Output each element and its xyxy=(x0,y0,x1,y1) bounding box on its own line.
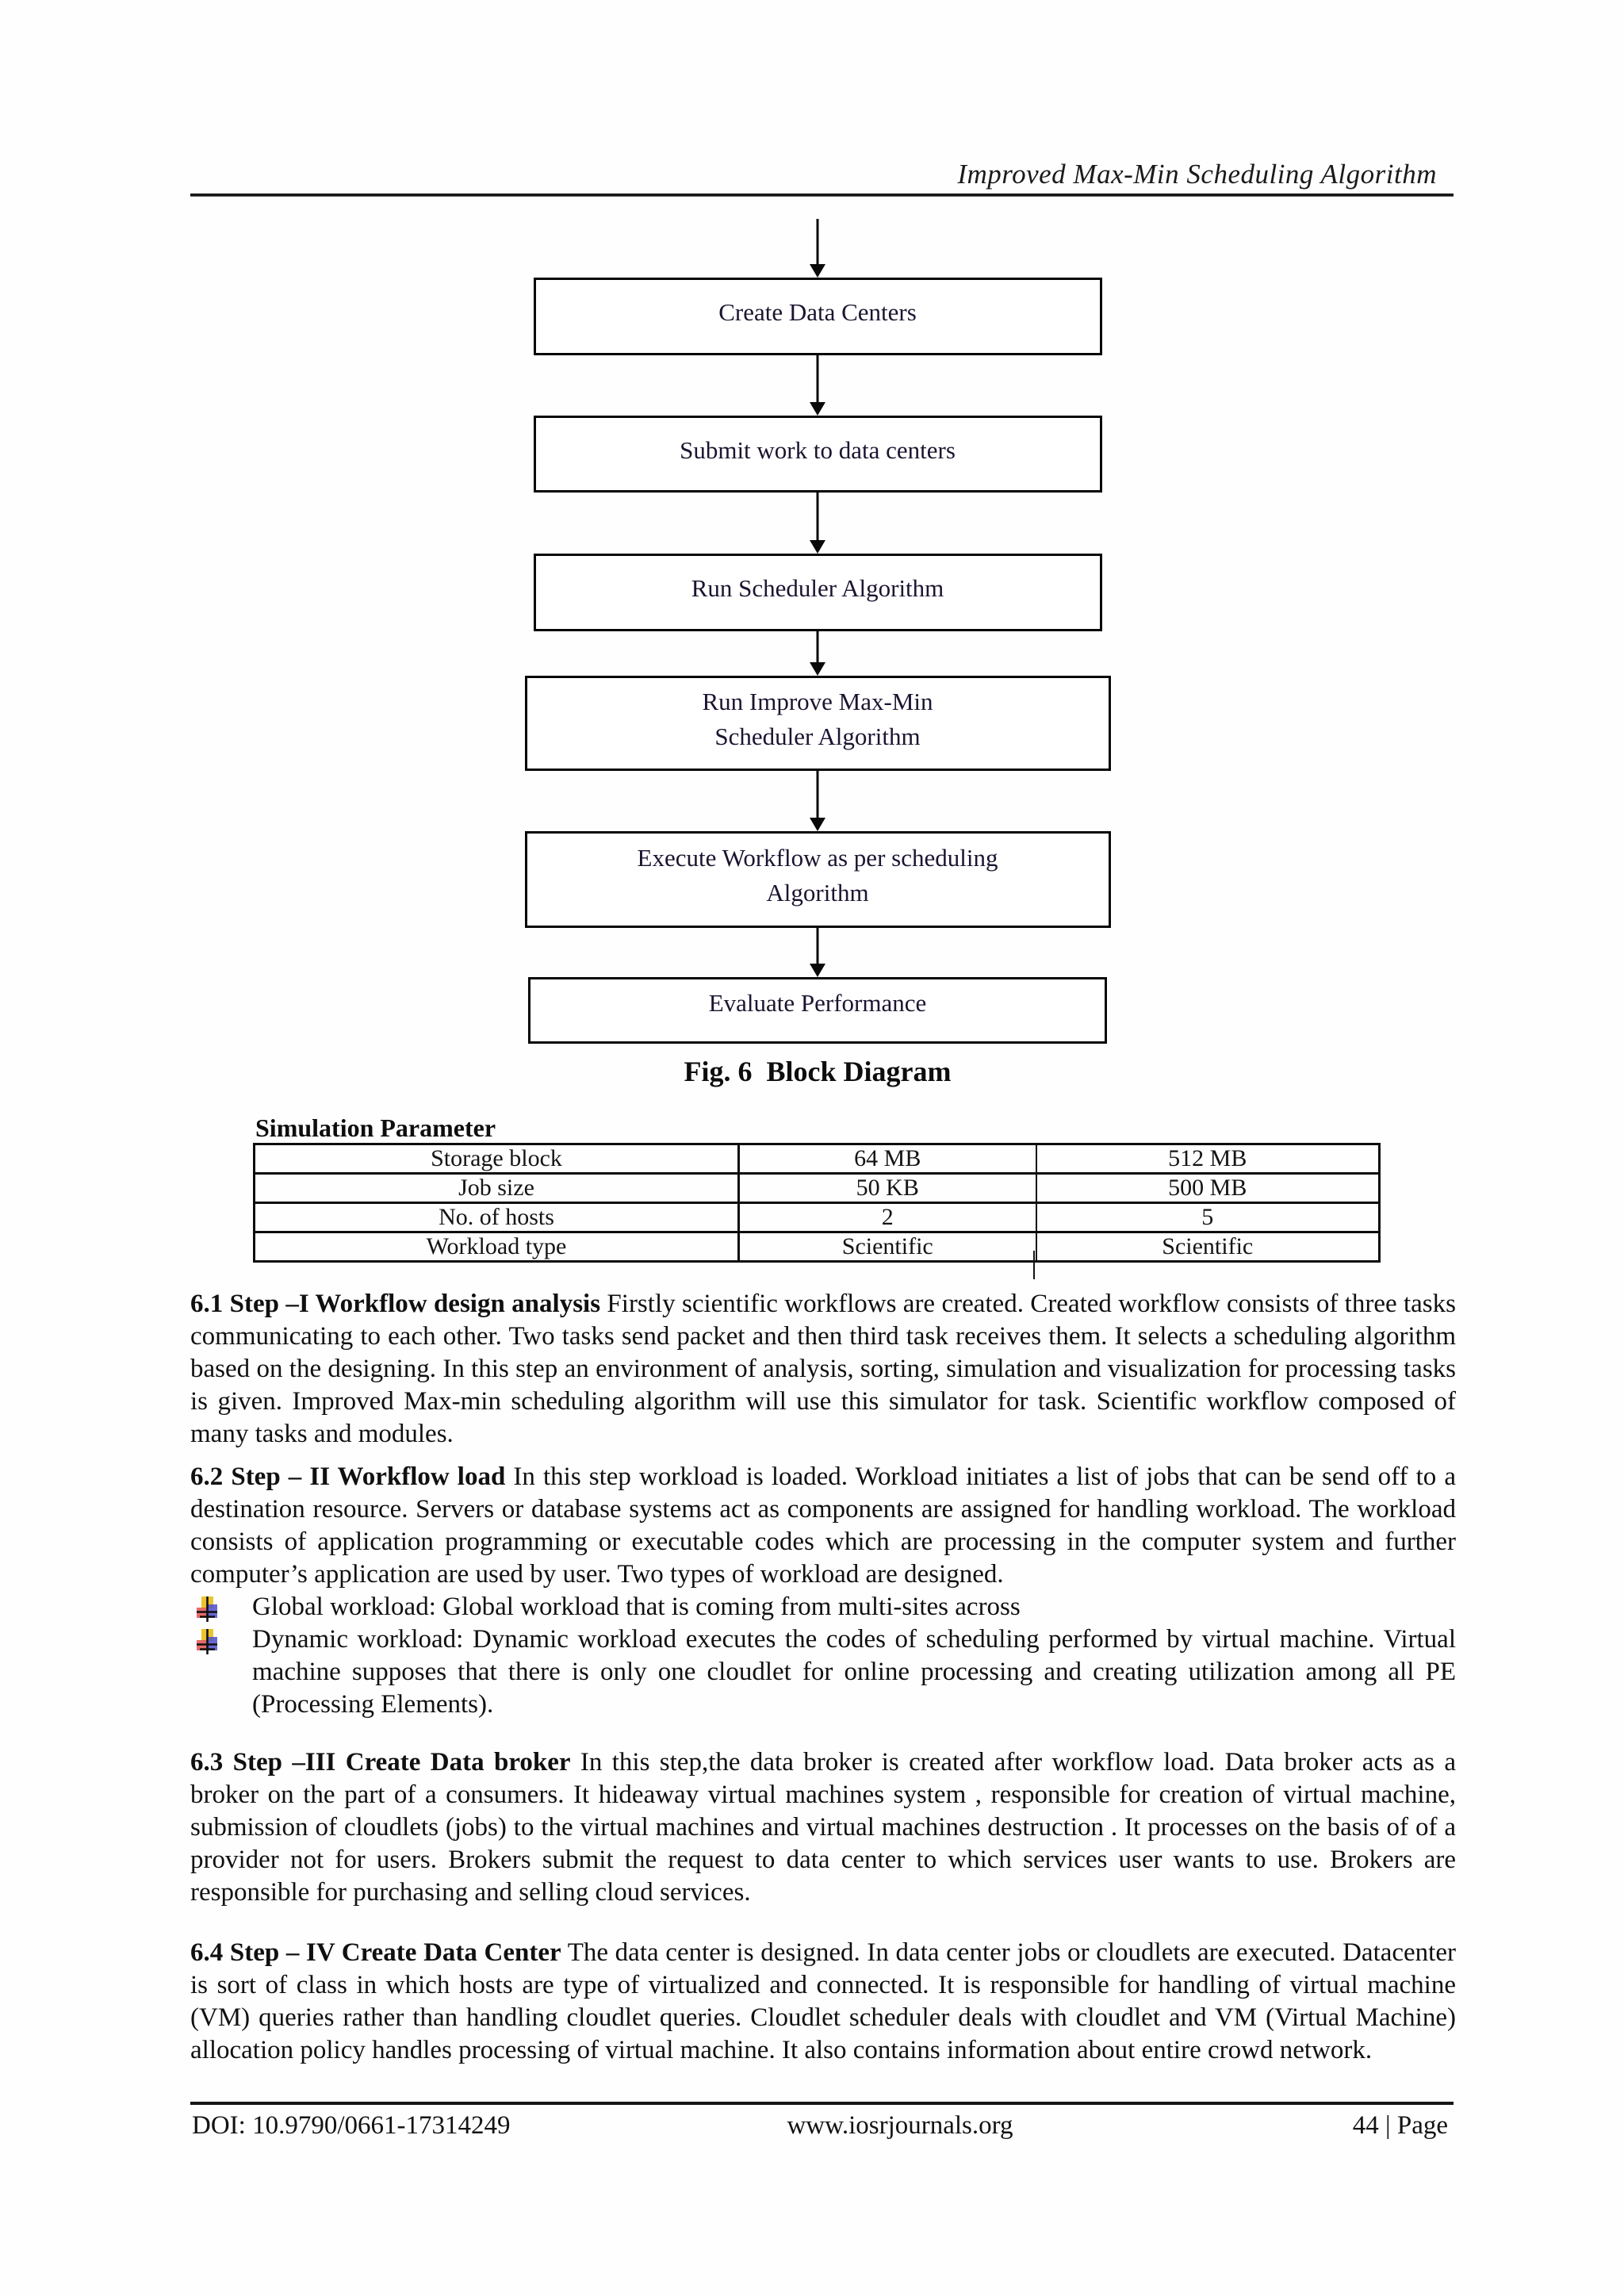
down-arrow-icon xyxy=(807,771,828,831)
table-cell-value1: 64 MB xyxy=(738,1143,1037,1175)
flow-node-label: Execute Workflow as per scheduling Algor… xyxy=(637,844,998,907)
table-row: Job size 50 KB 500 MB xyxy=(254,1172,1380,1204)
down-arrow-icon xyxy=(807,493,828,554)
section-6-2: 6.2 Step – II Workflow load In this step… xyxy=(190,1461,1456,1721)
section-body: In this step workload is loaded. Workloa… xyxy=(190,1462,1457,1589)
footer-page-number: 44 | Page xyxy=(1352,2111,1448,2140)
table-cell-param: Workload type xyxy=(254,1231,740,1263)
colored-plus-bullet-icon xyxy=(197,1629,217,1654)
flow-node-label: Run Improve Max-Min Scheduler Algorithm xyxy=(702,688,933,750)
section-heading: 6.2 Step – II Workflow load xyxy=(190,1462,506,1491)
flow-node-label: Submit work to data centers xyxy=(680,435,956,464)
table-column-divider-tail xyxy=(1033,1251,1035,1279)
section-6-3: 6.3 Step –III Create Data broker In this… xyxy=(190,1746,1456,1909)
down-arrow-icon xyxy=(807,631,828,676)
section-heading: 6.1 Step –I Workflow design analysis xyxy=(190,1290,601,1318)
simulation-parameter-heading: Simulation Parameter xyxy=(255,1114,496,1142)
section-body: Firstly scientific workflows are created… xyxy=(190,1290,1456,1448)
block-diagram-figure: Create Data Centers Submit work to data … xyxy=(6,219,1624,1088)
table-row: No. of hosts 2 5 xyxy=(254,1202,1380,1233)
list-item: Dynamic workload: Dynamic workload execu… xyxy=(190,1623,1456,1721)
table-cell-value2: 500 MB xyxy=(1036,1172,1380,1204)
section-heading: 6.3 Step –III Create Data broker xyxy=(190,1748,571,1777)
table-cell-value1: 2 xyxy=(738,1202,1037,1233)
table-cell-param: Storage block xyxy=(254,1143,740,1175)
flow-node-run-improve-max-min: Run Improve Max-Min Scheduler Algorithm xyxy=(524,676,1111,771)
list-item-text: Dynamic workload: Dynamic workload execu… xyxy=(252,1625,1456,1719)
table-cell-value1: 50 KB xyxy=(738,1172,1037,1204)
footer-website: www.iosrjournals.org xyxy=(787,2111,1013,2140)
table-row: Storage block 64 MB 512 MB xyxy=(254,1143,1380,1175)
list-item-text: Global workload: Global workload that is… xyxy=(252,1593,1021,1621)
table-row: Workload type Scientific Scientific xyxy=(254,1231,1380,1263)
flow-node-submit-work: Submit work to data centers xyxy=(533,416,1102,493)
down-arrow-icon xyxy=(807,928,828,977)
section-6-4: 6.4 Step – IV Create Data Center The dat… xyxy=(190,1937,1456,2067)
flow-node-create-data-centers: Create Data Centers xyxy=(533,278,1102,355)
section-paragraph: 6.2 Step – II Workflow load In this step… xyxy=(190,1461,1456,1591)
running-head-title: Improved Max-Min Scheduling Algorithm xyxy=(957,159,1437,190)
colored-plus-bullet-icon xyxy=(197,1596,217,1622)
section-heading: 6.4 Step – IV Create Data Center xyxy=(190,1938,561,1967)
section-body: In this step,the data broker is created … xyxy=(190,1748,1456,1907)
table-cell-value2: Scientific xyxy=(1036,1231,1380,1263)
flow-node-label: Run Scheduler Algorithm xyxy=(691,574,944,602)
down-arrow-icon xyxy=(807,219,828,278)
section-body: The data center is designed. In data cen… xyxy=(190,1938,1456,2064)
figure-caption: Fig. 6 Block Diagram xyxy=(684,1056,952,1087)
table-cell-param: No. of hosts xyxy=(254,1202,740,1233)
flow-node-label: Create Data Centers xyxy=(718,298,917,326)
footer-divider xyxy=(190,2102,1454,2105)
table-cell-value2: 5 xyxy=(1036,1202,1380,1233)
list-item: Global workload: Global workload that is… xyxy=(190,1591,1456,1623)
section-6-1: 6.1 Step –I Workflow design analysis Fir… xyxy=(190,1288,1456,1451)
flow-node-run-scheduler: Run Scheduler Algorithm xyxy=(533,554,1102,631)
flow-node-label: Evaluate Performance xyxy=(708,989,927,1017)
flow-node-execute-workflow: Execute Workflow as per scheduling Algor… xyxy=(524,831,1111,928)
down-arrow-icon xyxy=(807,355,828,416)
table-cell-value1: Scientific xyxy=(738,1231,1037,1263)
header-divider xyxy=(190,194,1454,197)
flow-node-evaluate-performance: Evaluate Performance xyxy=(528,977,1107,1044)
table-cell-param: Job size xyxy=(254,1172,740,1204)
simulation-parameter-table: Storage block 64 MB 512 MB Job size 50 K… xyxy=(253,1143,1381,1263)
table-cell-value2: 512 MB xyxy=(1036,1143,1380,1175)
footer-doi: DOI: 10.9790/0661-17314249 xyxy=(192,2111,511,2140)
